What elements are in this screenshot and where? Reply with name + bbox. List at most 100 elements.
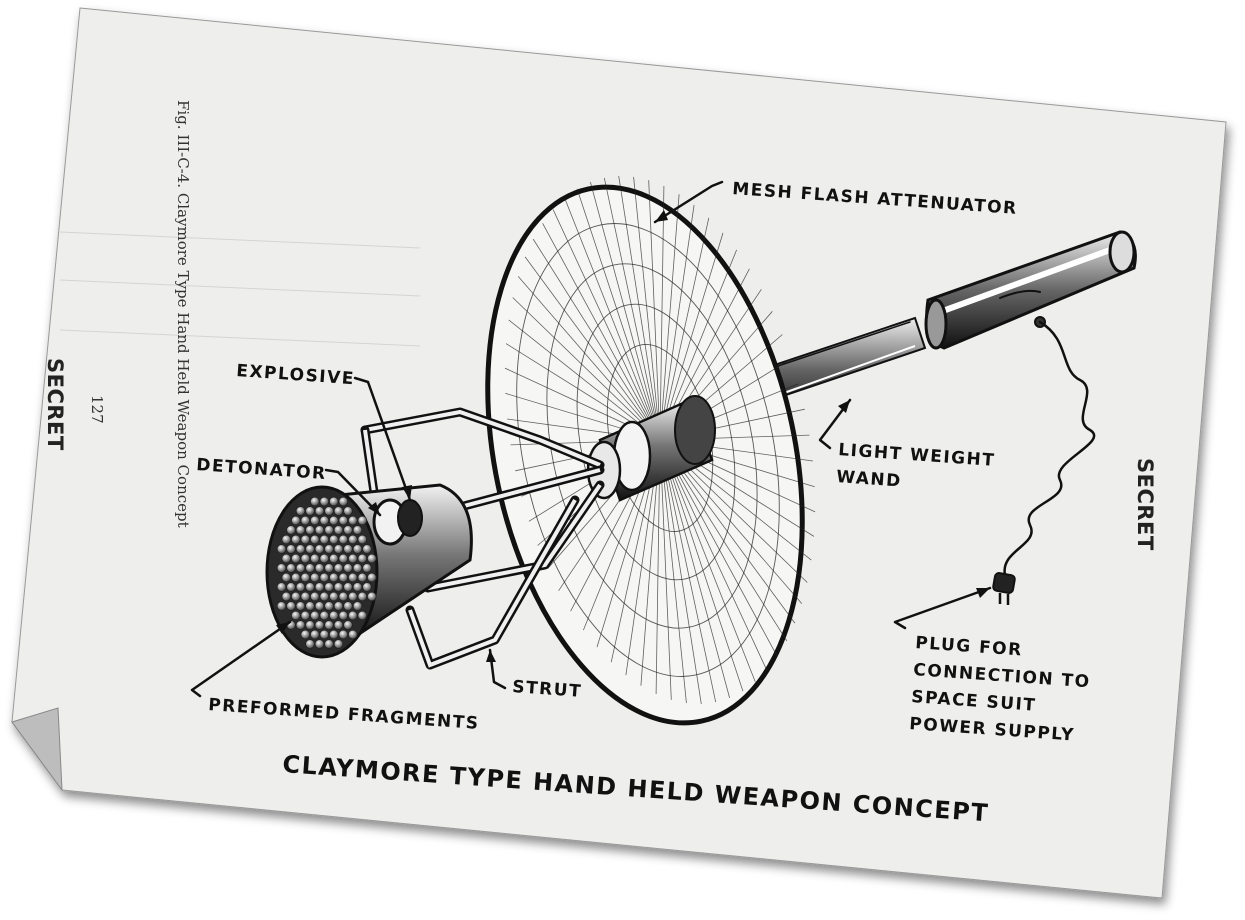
fragment-ball — [314, 601, 325, 611]
fragment-ball — [347, 515, 358, 526]
mesh-spoke — [532, 238, 661, 441]
fragment-ball — [305, 525, 315, 535]
fragment-ball — [347, 629, 358, 640]
fragment-ball — [343, 582, 353, 592]
fragment-ball — [328, 553, 339, 564]
fragment-ball — [333, 544, 344, 554]
fragment-ball — [347, 534, 358, 545]
fragment-ball — [319, 629, 330, 640]
fragment-ball — [309, 591, 320, 602]
fragment-ball — [357, 515, 368, 526]
fragment-ball — [309, 515, 320, 526]
page-number: 127 — [88, 395, 106, 424]
mesh-spoke — [659, 439, 756, 683]
fragment-ball — [338, 534, 349, 545]
fragment-ball — [333, 639, 344, 649]
fragment-ball — [333, 525, 344, 535]
fragment-ball — [286, 601, 296, 611]
fragment-ball — [328, 496, 339, 507]
fragment-ball — [347, 553, 358, 564]
fragment-ball — [352, 525, 363, 535]
fragment-ball — [324, 506, 334, 516]
fragment-ball — [347, 591, 358, 602]
fragment-ball — [290, 534, 301, 545]
fragment-ball — [352, 582, 363, 592]
fragment-ball — [333, 506, 344, 516]
fragment-ball — [314, 563, 325, 573]
fragment-ball — [314, 506, 325, 516]
fragment-ball — [295, 601, 306, 611]
fragment-ball — [324, 525, 334, 535]
fragment-ball — [314, 544, 325, 554]
mesh-spoke — [659, 439, 778, 657]
fragment-ball — [324, 639, 334, 649]
fragment-ball — [290, 515, 301, 526]
fragment-ball — [305, 601, 315, 611]
fragment-ball — [324, 563, 334, 573]
secret-stamp-left: SECRET — [43, 358, 67, 451]
fragment-ball — [324, 620, 334, 630]
fragment-ball — [314, 582, 325, 592]
fragment-ball — [309, 496, 320, 507]
mesh-spoke — [659, 217, 710, 441]
hub-collar — [586, 395, 716, 502]
fragment-ball — [319, 572, 330, 583]
mesh-spoke — [633, 176, 661, 441]
fragment-ball — [338, 591, 349, 602]
fragment-ball — [333, 582, 344, 592]
fragment-ball — [309, 610, 320, 621]
fragment-ball — [300, 591, 311, 602]
fragment-ball — [314, 639, 325, 649]
fragment-ball — [286, 525, 296, 535]
fragment-ball — [281, 553, 292, 564]
fragment-ball — [333, 620, 344, 630]
label-light-weight-wand-2: WAND — [836, 467, 903, 492]
mesh-spoke — [512, 297, 661, 441]
fragment-ball — [357, 534, 368, 545]
fragment-ball — [343, 544, 353, 554]
fragment-ball — [290, 610, 301, 621]
fragment-ball — [309, 572, 320, 583]
fragment-ball — [338, 553, 349, 564]
fragment-ball — [281, 572, 292, 583]
fragment-ball — [347, 572, 358, 583]
mesh-spoke — [659, 204, 695, 441]
fragment-ball — [300, 572, 311, 583]
fragment-ball — [328, 629, 339, 640]
fragment-ball — [295, 563, 306, 573]
mesh-spoke — [542, 223, 661, 441]
fragment-ball — [366, 553, 377, 564]
fragment-ball — [324, 544, 334, 554]
fragment-ball — [357, 553, 368, 564]
fragment-ball — [319, 496, 330, 507]
fragment-ball — [328, 610, 339, 621]
fragment-ball — [305, 506, 315, 516]
fragment-ball — [338, 610, 349, 621]
fragment-ball — [319, 515, 330, 526]
fragment-ball — [366, 591, 377, 602]
fragment-ball — [362, 582, 372, 592]
fragment-ball — [338, 629, 349, 640]
fragment-ball — [357, 591, 368, 602]
fragment-ball — [295, 620, 306, 630]
fragment-ball — [309, 553, 320, 564]
fragment-ball — [319, 534, 330, 545]
mesh-spoke — [618, 176, 661, 441]
fragment-ball — [357, 610, 368, 621]
fragment-ball — [305, 639, 315, 649]
fragment-ball — [324, 582, 334, 592]
fragment-ball — [328, 591, 339, 602]
mesh-spoke — [659, 194, 680, 441]
fragment-ball — [295, 525, 306, 535]
fragment-ball — [314, 525, 325, 535]
fragment-ball — [352, 601, 363, 611]
fragment-ball — [300, 610, 311, 621]
fragment-ball — [300, 534, 311, 545]
fragment-ball — [290, 591, 301, 602]
mesh-spoke — [552, 209, 661, 441]
mesh-spoke — [524, 256, 661, 441]
fragment-ball — [319, 553, 330, 564]
mesh-spoke — [659, 439, 672, 700]
fragment-ball — [295, 582, 306, 592]
